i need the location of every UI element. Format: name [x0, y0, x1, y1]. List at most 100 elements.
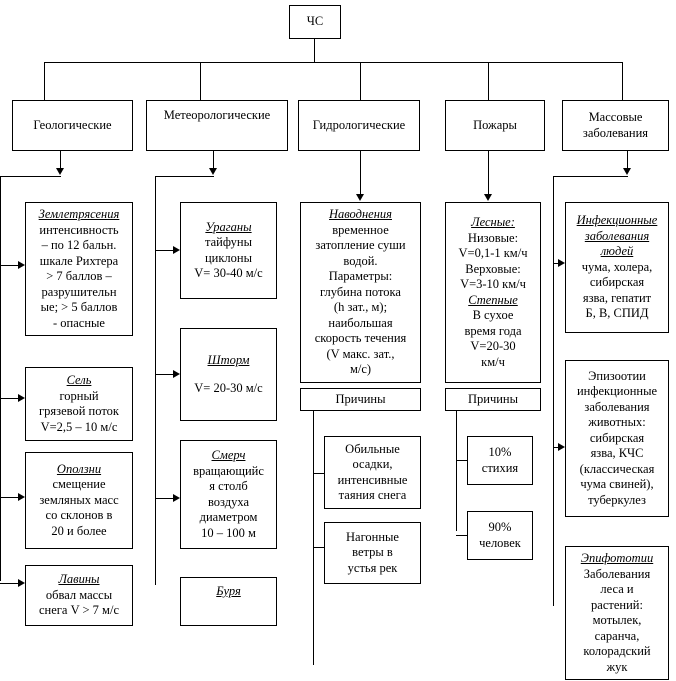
node-text: 20 и более [51, 523, 107, 538]
node-text: Лесные: [471, 215, 515, 229]
node-text: Низовые: [467, 230, 519, 245]
cause-human: 90%человек [467, 511, 533, 560]
node-text: Б, В, СПИД [585, 306, 649, 321]
arrow-icon [18, 394, 25, 402]
hydro-causes-header: Причины [300, 388, 421, 411]
node-text: Заболевания [583, 566, 651, 581]
connector [627, 151, 628, 169]
node-text: м/с) [349, 362, 372, 377]
connector [553, 176, 554, 606]
node-text: наибольшая [328, 315, 393, 330]
arrow-icon [209, 168, 217, 175]
node-text: колорадский [583, 644, 651, 658]
connector [155, 498, 173, 499]
node-text: V=20-30 [470, 339, 516, 353]
node-text: разрушительн [41, 284, 117, 299]
connector [155, 176, 214, 177]
arrow-icon [18, 261, 25, 269]
connector [313, 547, 324, 548]
node-text: жук [606, 659, 628, 674]
node-text: саранча, [594, 628, 640, 643]
category-geological: Геологические [12, 100, 133, 151]
node-text: В сухое [472, 308, 514, 322]
node-text: Инфекционные заболевания людей [576, 213, 658, 259]
connector [44, 62, 45, 100]
node-text: Сель [66, 373, 92, 387]
node-text: животных: [588, 415, 646, 430]
category-hydrological: Гидрологические [298, 100, 420, 151]
arrow-icon [558, 443, 565, 451]
node-text: чума свиней), [580, 477, 654, 492]
node-text: язва, КЧС [590, 446, 644, 461]
connector [622, 62, 623, 100]
node-text: Наводнения [329, 207, 392, 222]
node-text: Параметры: [328, 269, 393, 284]
root-node: ЧС [289, 5, 341, 39]
arrow-icon [173, 246, 180, 254]
arrow-icon [18, 493, 25, 501]
category-fires: Пожары [445, 100, 545, 151]
node-text: обвал массы [45, 587, 113, 602]
node-text: смещение [52, 477, 106, 492]
node-text: тайфуны [205, 235, 252, 249]
connector [456, 460, 467, 461]
node-text: Эпизоотии [588, 368, 646, 383]
connector [553, 263, 559, 264]
node-text: растений: [591, 597, 643, 612]
node-text: Ураганы [205, 219, 252, 234]
node-text: ветры в [352, 545, 393, 560]
connector [213, 151, 214, 169]
node-text: чума, холера, [581, 259, 653, 274]
node-text: таяния снега [338, 488, 407, 502]
node-text: грязевой поток [39, 404, 119, 418]
node-text: - опасные [53, 315, 105, 330]
category-mass-diseases: Массовые заболевания [562, 100, 669, 151]
node-text: устья рек [347, 560, 398, 575]
node-text: шкале Рихтера [39, 253, 119, 268]
node-text: V= 30-40 м/с [194, 266, 263, 280]
connector [456, 411, 457, 531]
node-text: V=3-10 км/ч [460, 277, 526, 291]
connector [0, 497, 18, 498]
connector [155, 176, 156, 585]
node-text: Причины [335, 391, 386, 406]
arrow-icon [356, 194, 364, 201]
node-text: я столб [209, 479, 248, 493]
arrow-icon [56, 168, 64, 175]
node-text: Смерч [211, 448, 246, 462]
category-label: Геологические [33, 117, 112, 132]
category-label: Гидрологические [312, 117, 406, 132]
fires-causes-header: Причины [445, 388, 541, 411]
connector [0, 176, 1, 581]
node-text: Нагонные [346, 529, 399, 544]
node-text: сибирская [589, 275, 645, 290]
node-text: ые; > 5 баллов [40, 300, 118, 314]
node-text: временное [332, 222, 389, 237]
node-text: Обильные [345, 441, 400, 456]
connector [200, 62, 201, 100]
connector [313, 473, 324, 474]
node-text: воздуха [207, 494, 250, 509]
arrow-icon [623, 168, 631, 175]
node-text: скорость течения [314, 331, 407, 346]
root-label: ЧС [306, 14, 324, 29]
connector [360, 62, 361, 100]
category-meteorological: Метеорологические [146, 100, 288, 151]
category-label: Метеорологические [163, 108, 271, 122]
node-text: км/ч [481, 354, 505, 369]
node-text: леса и [600, 582, 634, 596]
node-text: глубина потока [320, 284, 401, 299]
node-text: время года [464, 323, 522, 338]
node-text: земляных масс [39, 492, 119, 507]
connector [44, 62, 623, 63]
connector [0, 583, 18, 584]
node-text: Буря [216, 584, 241, 598]
connector [313, 411, 314, 665]
node-gale: Буря [180, 577, 277, 626]
